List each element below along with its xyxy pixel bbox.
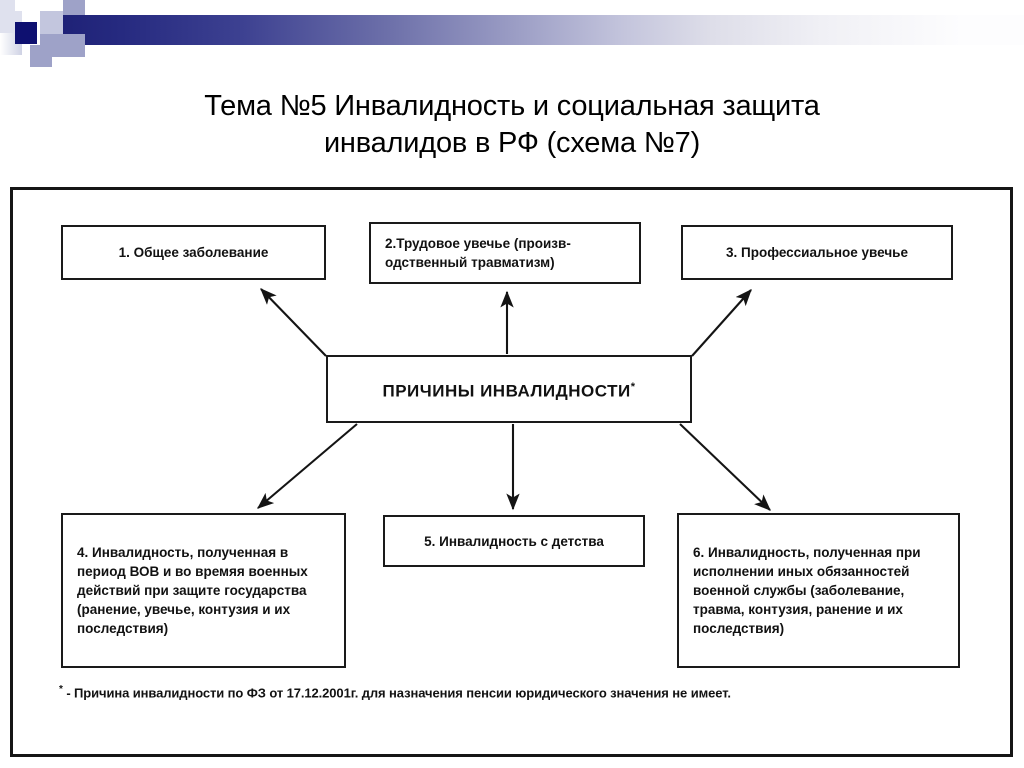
diagram-node-center-label: ПРИЧИНЫ ИНВАЛИДНОСТИ: [382, 381, 631, 401]
deco-square-mid-4: [30, 45, 52, 67]
page-title-line-2: инвалидов в РФ (схема №7): [323, 127, 701, 159]
diagram-node-1[interactable]: 1. Общее заболевание: [61, 225, 326, 280]
diagram-node-1-label: 1. Общее заболевание: [118, 245, 269, 260]
diagram-node-2[interactable]: 2.Трудовое увечье (произв-одственный тра…: [369, 222, 641, 284]
gradient-bar: [62, 15, 1024, 45]
deco-square-mid-2: [63, 0, 85, 15]
center-footnote-marker: *: [630, 380, 636, 393]
footnote-marker: *: [59, 684, 63, 695]
diagram-node-3-label: 3. Профессиальное увечье: [726, 245, 908, 260]
page-title: Тема №5 Инвалидность и социальная защита…: [70, 88, 954, 162]
diagram-node-6[interactable]: 6. Инвалидность, полученная при исполнен…: [677, 513, 960, 668]
diagram-node-6-label: 6. Инвалидность, полученная при исполнен…: [693, 545, 921, 636]
diagram-frame: 1. Общее заболевание 2.Трудовое увечье (…: [10, 187, 1013, 757]
deco-square-pale-2: [0, 0, 15, 12]
deco-square-mid-3: [63, 34, 85, 57]
deco-square-light-1: [40, 11, 63, 34]
slide-decoration-header: [0, 0, 1024, 67]
diagram-node-5-label: 5. Инвалидность с детства: [424, 533, 604, 549]
page-title-line-1: Тема №5 Инвалидность и социальная защита: [204, 90, 820, 122]
arrow-center-to-node-1: [260, 288, 327, 357]
deco-square-navy: [15, 22, 37, 44]
diagram-node-3[interactable]: 3. Профессиальное увечье: [681, 225, 953, 280]
arrow-center-to-node-6: [679, 423, 771, 511]
diagram-node-center[interactable]: ПРИЧИНЫ ИНВАЛИДНОСТИ*: [326, 355, 692, 423]
diagram-node-2-label: 2.Трудовое увечье (произв-одственный тра…: [385, 236, 571, 270]
diagram-node-5[interactable]: 5. Инвалидность с детства: [383, 515, 645, 567]
diagram-node-center-label-wrap: ПРИЧИНЫ ИНВАЛИДНОСТИ*: [328, 378, 690, 401]
arrow-center-to-node-4: [257, 423, 358, 509]
diagram-footnote: * - Причина инвалидности по ФЗ от 17.12.…: [59, 684, 974, 700]
diagram-node-4-label: 4. Инвалидность, полученная в период ВОВ…: [77, 545, 308, 636]
arrow-center-to-node-3: [691, 289, 752, 357]
footnote-text: - Причина инвалидности по ФЗ от 17.12.20…: [66, 685, 731, 701]
diagram-node-4[interactable]: 4. Инвалидность, полученная в период ВОВ…: [61, 513, 346, 668]
